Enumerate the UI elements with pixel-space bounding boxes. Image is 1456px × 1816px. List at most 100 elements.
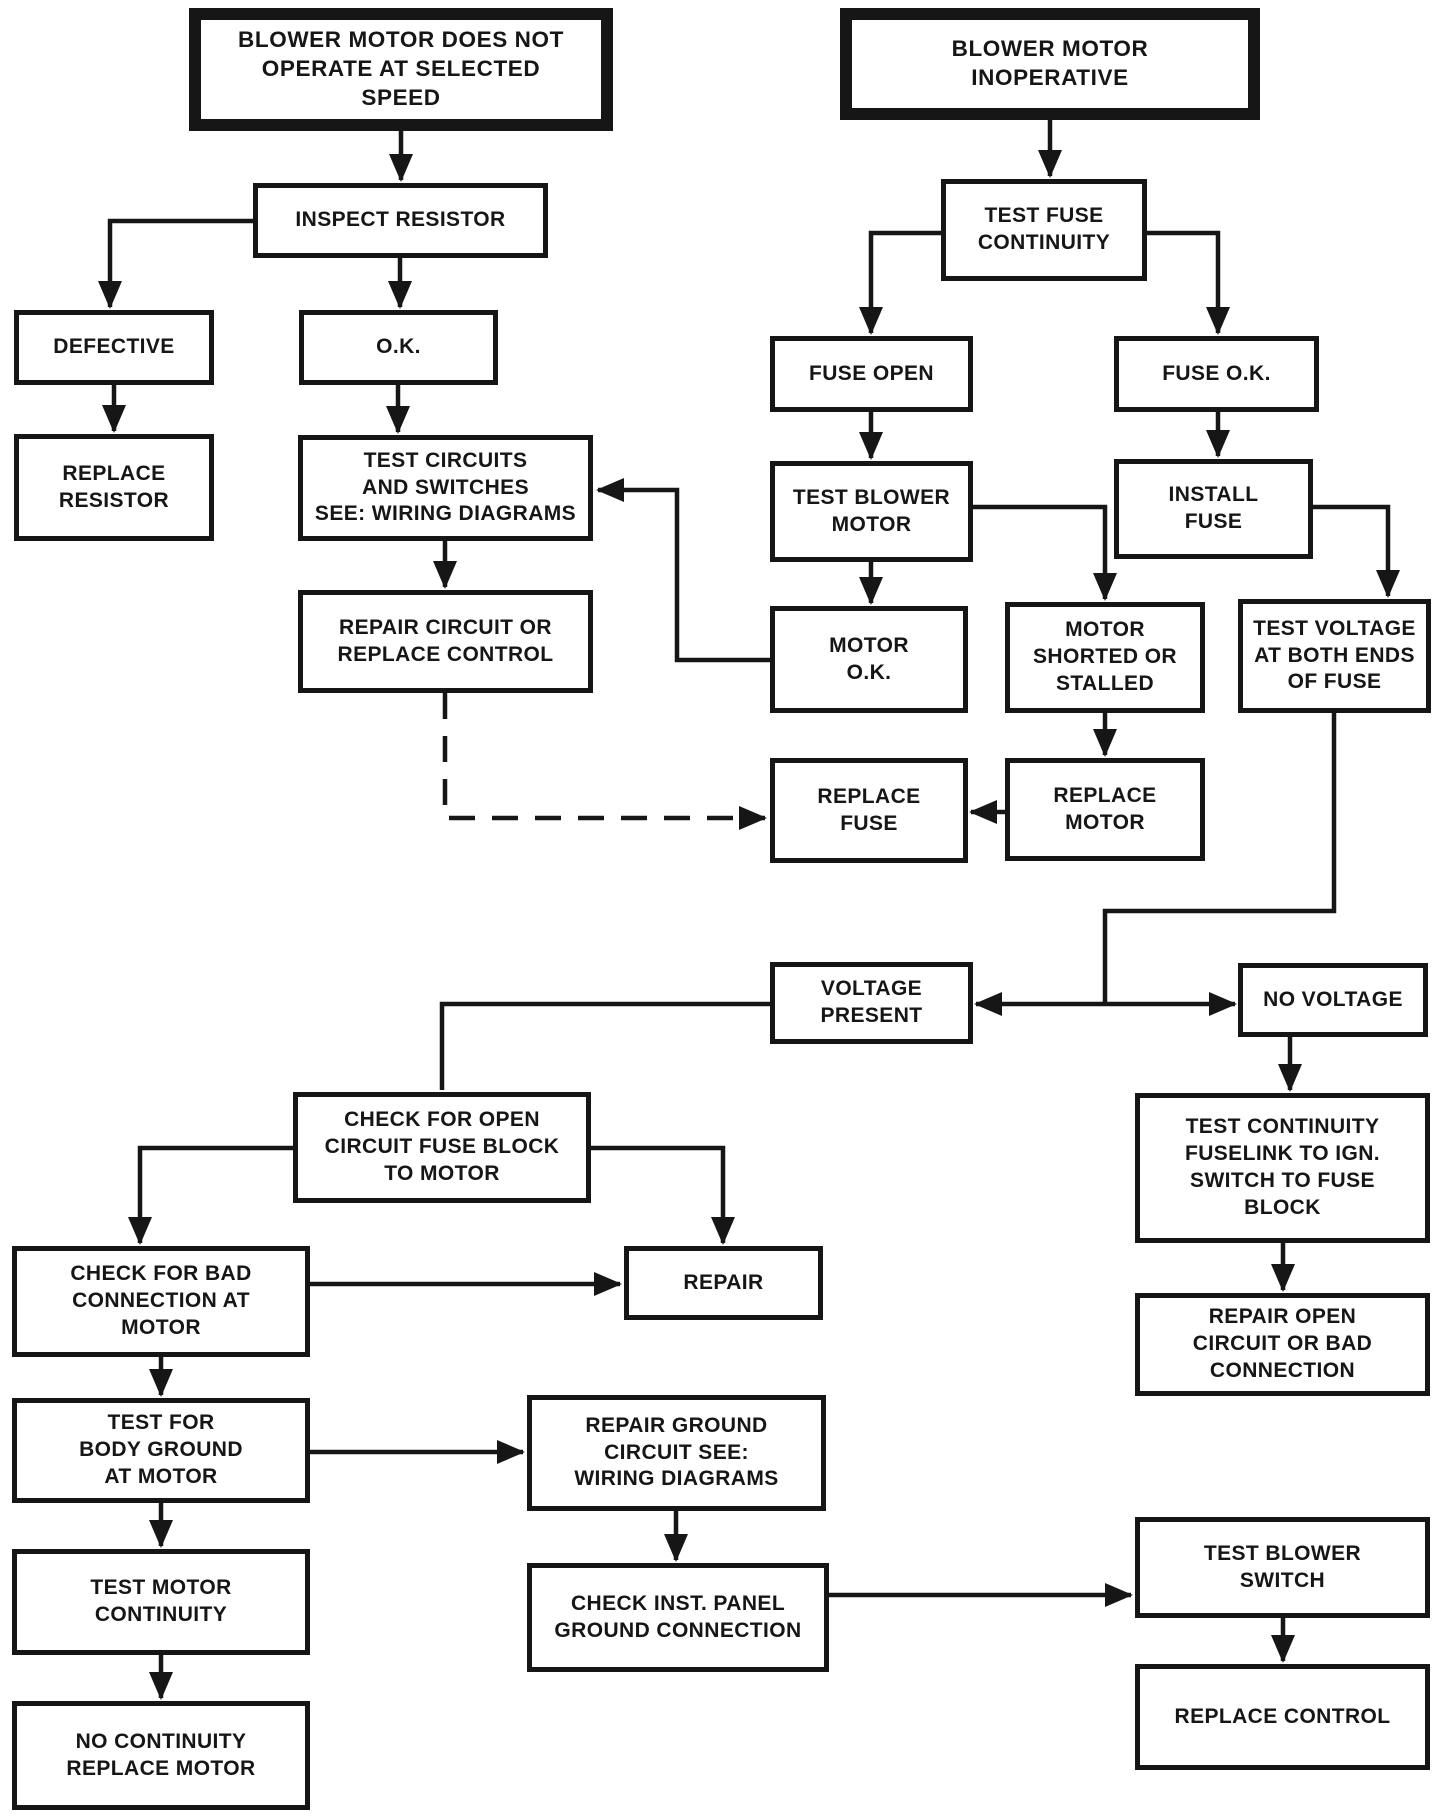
node-label-line: NO CONTINUITY [75, 1729, 247, 1753]
node-label-line: FUSE [1184, 510, 1243, 533]
node-label-line: O.K. [376, 335, 421, 359]
flow-node-replace-fuse: REPLACE FUSE [770, 758, 968, 863]
flow-node-install-fuse: INSTALL FUSE [1114, 459, 1313, 559]
flow-node-motor-ok: MOTOR O.K. [770, 606, 968, 713]
node-label-line: NO VOLTAGE [1263, 987, 1403, 1011]
node-label-line: REPLACE [817, 784, 921, 808]
flow-node-replace-motor: REPLACE MOTOR [1005, 758, 1205, 861]
node-label-line: AT BOTH ENDS [1254, 643, 1415, 667]
flow-node-inspect-resistor: INSPECT RESISTOR [253, 183, 548, 258]
flow-node-no-continuity-replace-motor: NO CONTINUITY REPLACE MOTOR [12, 1701, 310, 1810]
node-label-line: FUSE OPEN [809, 361, 934, 385]
flow-node-no-voltage: NO VOLTAGE [1238, 963, 1428, 1037]
node-label-line: REPLACE MOTOR [66, 1756, 256, 1780]
flow-node-start-inoperative: BLOWER MOTOR INOPERATIVE [840, 8, 1260, 120]
node-label-line: SPEED [361, 84, 441, 110]
node-label-line: CIRCUIT OR BAD [1192, 1332, 1373, 1356]
flow-node-voltage-present: VOLTAGE PRESENT [770, 962, 973, 1044]
node-label-line: SEE: WIRING DIAGRAMS [314, 502, 577, 526]
node-label-line: AT MOTOR [104, 1464, 218, 1488]
node-label-line: SWITCH [1239, 1568, 1326, 1592]
node-label-line: FUSE [840, 811, 898, 835]
node-label-line: STALLED [1055, 671, 1155, 695]
node-label-line: TEST BLOWER [1203, 1541, 1362, 1565]
node-label-line: REPLACE [1053, 783, 1157, 807]
flow-node-defective: DEFECTIVE [14, 310, 214, 385]
node-label-line: CONTINUITY [94, 1603, 228, 1626]
node-label-line: TEST MOTOR [90, 1576, 232, 1600]
node-label-line: TEST FOR [107, 1411, 215, 1435]
flow-node-ok: O.K. [299, 310, 498, 385]
flow-node-replace-resistor: REPLACE RESISTOR [14, 434, 214, 541]
node-label-line: BLOCK [1244, 1195, 1321, 1219]
node-label-line: VOLTAGE [820, 977, 923, 1001]
flow-node-check-inst-panel-ground: CHECK INST. PANEL GROUND CONNECTION [527, 1563, 829, 1672]
node-label-line: TEST BLOWER [792, 485, 951, 509]
node-label-line: MOTOR [829, 633, 909, 657]
node-label-line: SWITCH TO FUSE [1190, 1169, 1375, 1192]
flow-node-test-blower-motor: TEST BLOWER MOTOR [770, 461, 973, 562]
node-label-line: TEST VOLTAGE [1253, 616, 1416, 640]
node-label-line: CONTINUITY [977, 231, 1111, 254]
node-label-line: OPERATE AT SELECTED [261, 56, 541, 82]
node-label-line: CONNECTION AT [72, 1289, 250, 1313]
flow-node-repair: REPAIR [624, 1246, 823, 1320]
flow-node-repair-ground-circuit: REPAIR GROUND CIRCUIT SEE: WIRING DIAGRAMS [527, 1395, 826, 1511]
node-label-line: BODY GROUND [79, 1438, 243, 1462]
flow-node-test-voltage-fuse-ends: TEST VOLTAGE AT BOTH ENDS OF FUSE [1238, 599, 1431, 713]
node-label-line: REPAIR GROUND [585, 1413, 768, 1437]
node-label-line: MOTOR [831, 512, 912, 536]
node-label-line: DEFECTIVE [53, 335, 175, 359]
node-label-line: OF FUSE [1287, 670, 1382, 694]
node-label-line: TO MOTOR [384, 1161, 500, 1185]
node-label-line: REPLACE [62, 461, 166, 485]
node-label-line: CIRCUIT SEE: [604, 1440, 749, 1464]
node-label-line: INSTALL [1168, 483, 1259, 507]
node-label-line: SHORTED OR [1032, 645, 1177, 669]
node-label-line: MOTOR [1065, 618, 1145, 642]
node-label-line: REPLACE CONTROL [1174, 1704, 1391, 1728]
node-label-line: TEST FUSE [984, 204, 1104, 228]
node-label-line: MOTOR [121, 1315, 201, 1339]
node-label-line: BLOWER MOTOR [951, 36, 1149, 62]
node-label-line: AND SWITCHES [362, 475, 529, 499]
flow-node-fuse-ok: FUSE O.K. [1114, 336, 1319, 412]
flow-node-repair-circuit-replace-control: REPAIR CIRCUIT OR REPLACE CONTROL [298, 590, 593, 693]
flow-node-test-continuity-fuselink: TEST CONTINUITY FUSELINK TO IGN. SWITCH TO… [1135, 1093, 1430, 1243]
flow-node-test-blower-switch: TEST BLOWER SWITCH [1135, 1517, 1430, 1618]
node-label-line: TEST CONTINUITY [1185, 1115, 1380, 1139]
flow-node-test-motor-continuity: TEST MOTOR CONTINUITY [12, 1549, 310, 1655]
node-label-line: BLOWER MOTOR DOES NOT [238, 27, 564, 53]
node-label-line: FUSELINK TO IGN. [1184, 1142, 1381, 1166]
node-label-line: O.K. [846, 660, 892, 684]
node-label-line: CHECK FOR BAD [70, 1262, 252, 1286]
node-label-line: CHECK INST. PANEL [570, 1591, 786, 1615]
node-label-line: FUSE O.K. [1162, 361, 1271, 385]
flow-node-fuse-open: FUSE OPEN [770, 336, 973, 412]
flow-node-test-fuse-continuity: TEST FUSE CONTINUITY [941, 179, 1147, 281]
node-label-line: INOPERATIVE [971, 65, 1129, 90]
node-label-line: CONNECTION [1209, 1358, 1356, 1382]
node-label-line: INSPECT RESISTOR [295, 208, 506, 232]
node-label-line: PRESENT [820, 1004, 923, 1027]
node-label-line: REPLACE CONTROL [337, 642, 554, 666]
node-label-line: WIRING DIAGRAMS [574, 1467, 779, 1491]
flow-node-start-speed: BLOWER MOTOR DOES NOT OPERATE AT SELECTED… [189, 8, 613, 131]
node-label-line: RESISTOR [58, 488, 170, 512]
node-label-line: MOTOR [1065, 810, 1145, 834]
node-label-line: REPAIR OPEN [1208, 1305, 1357, 1329]
node-label-line: REPAIR [683, 1270, 764, 1294]
node-label-line: CIRCUIT FUSE BLOCK [324, 1135, 560, 1159]
node-label-line: GROUND CONNECTION [554, 1618, 802, 1642]
flow-node-replace-control: REPLACE CONTROL [1135, 1664, 1430, 1770]
node-label-line: REPAIR CIRCUIT OR [339, 615, 552, 639]
node-label-line: CHECK FOR OPEN [344, 1108, 540, 1132]
